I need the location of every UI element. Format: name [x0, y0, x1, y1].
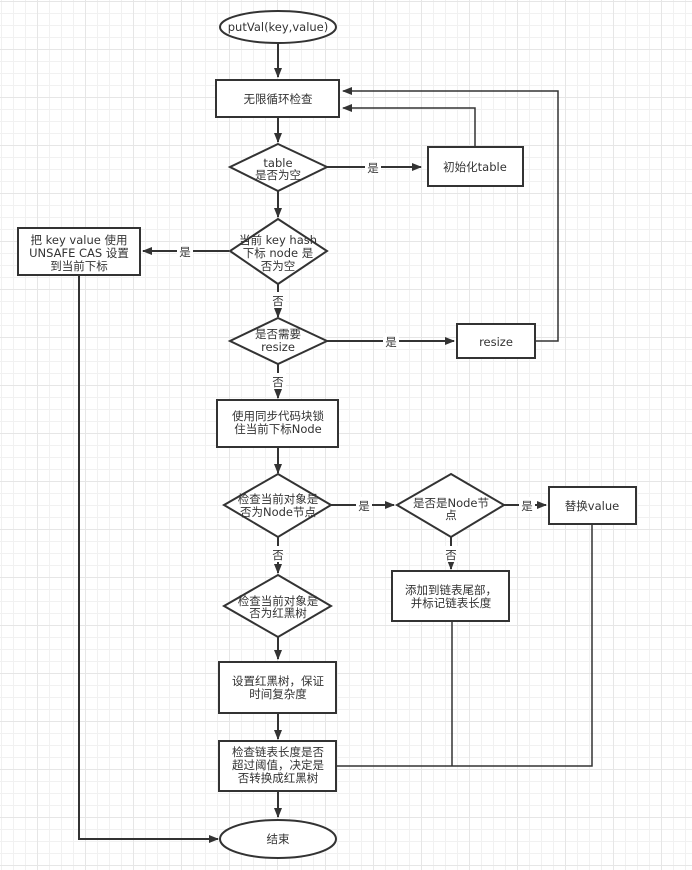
node-sync-lock-line2: 住当前下标Node	[234, 422, 322, 436]
label-is-node2-yes: 是	[521, 499, 533, 513]
edge-cas-to-end	[78, 275, 219, 843]
node-loop: 无限循环检查	[215, 79, 340, 118]
node-init-table-text: 初始化table	[443, 160, 507, 174]
label-slot-empty-no: 否	[272, 294, 284, 308]
node-append-tail-line1: 添加到链表尾部，	[405, 583, 497, 597]
node-init-table: 初始化table	[427, 146, 524, 187]
node-cas-set: 把 key value 使用 UNSAFE CAS 设置 到当前下标	[17, 227, 141, 276]
node-is-node2-line1: 是否是Node节	[413, 496, 489, 510]
node-check-len-line3: 否转换成红黑树	[238, 771, 319, 785]
node-start-text: putVal(key,value)	[228, 20, 329, 34]
node-check-len-line1: 检查链表长度是否	[232, 745, 324, 759]
label-is-node-no: 否	[272, 548, 284, 562]
node-table-empty: table 是否为空	[227, 142, 330, 193]
node-loop-text: 无限循环检查	[244, 92, 313, 106]
node-slot-empty-line2: 下标 node 是	[243, 246, 314, 260]
node-append-tail: 添加到链表尾部， 并标记链表长度	[391, 570, 510, 622]
node-table-empty-line1: table	[263, 156, 292, 170]
node-slot-empty-line1: 当前 key hash	[239, 233, 317, 247]
node-end: 结束	[219, 819, 337, 859]
label-is-node2-no: 否	[445, 548, 457, 562]
node-check-len: 检查链表长度是否 超过阈值，决定是 否转换成红黑树	[218, 740, 337, 792]
node-append-tail-line2: 并标记链表长度	[411, 596, 492, 610]
node-slot-empty: 当前 key hash 下标 node 是 否为空	[228, 217, 329, 286]
node-is-tree-line1: 检查当前对象是	[238, 594, 319, 608]
node-is-tree-line2: 否为红黑树	[249, 606, 307, 620]
node-start: putVal(key,value)	[219, 10, 337, 44]
node-is-node2-line2: 点	[445, 508, 457, 522]
node-slot-empty-line3: 否为空	[261, 259, 296, 273]
label-need-resize-no: 否	[272, 375, 284, 389]
node-need-resize-line2: resize	[261, 340, 295, 354]
label-need-resize-yes: 是	[385, 335, 397, 349]
node-resize-text: resize	[479, 335, 513, 349]
node-end-text: 结束	[267, 832, 290, 846]
node-cas-set-line2: UNSAFE CAS 设置	[29, 246, 129, 260]
node-set-tree-line2: 时间复杂度	[249, 687, 307, 701]
node-is-node-line2: 否为Node节点	[240, 505, 316, 519]
node-replace-value-text: 替换value	[565, 499, 619, 513]
node-set-tree: 设置红黑树，保证 时间复杂度	[218, 661, 337, 714]
node-cas-set-line3: 到当前下标	[50, 259, 108, 273]
node-cas-set-line1: 把 key value 使用	[30, 233, 127, 247]
node-need-resize-line1: 是否需要	[255, 327, 301, 341]
node-resize: resize	[456, 323, 536, 359]
node-replace-value: 替换value	[548, 486, 637, 525]
node-sync-lock-line1: 使用同步代码块锁	[232, 409, 324, 423]
edge-replace-to-check-len	[291, 524, 593, 770]
label-is-node-yes: 是	[358, 499, 370, 513]
node-is-node-line1: 检查当前对象是	[238, 492, 319, 506]
edge-resize-to-loop	[342, 87, 559, 342]
node-is-tree: 检查当前对象是 否为红黑树	[221, 573, 333, 639]
node-is-node2: 是否是Node节 点	[395, 472, 506, 539]
node-is-node: 检查当前对象是 否为Node节点	[222, 472, 333, 539]
node-sync-lock: 使用同步代码块锁 住当前下标Node	[216, 399, 339, 448]
edge-labels: 是 是 否 是 否 是 是 否 否	[177, 159, 535, 562]
node-need-resize: 是否需要 resize	[227, 316, 330, 366]
edge-init-table-to-loop	[342, 104, 476, 147]
node-check-len-line2: 超过阈值，决定是	[232, 758, 324, 772]
label-table-empty-yes: 是	[367, 161, 379, 175]
node-table-empty-line2: 是否为空	[255, 168, 301, 182]
label-slot-empty-yes: 是	[179, 245, 191, 259]
node-set-tree-line1: 设置红黑树，保证	[232, 674, 324, 688]
